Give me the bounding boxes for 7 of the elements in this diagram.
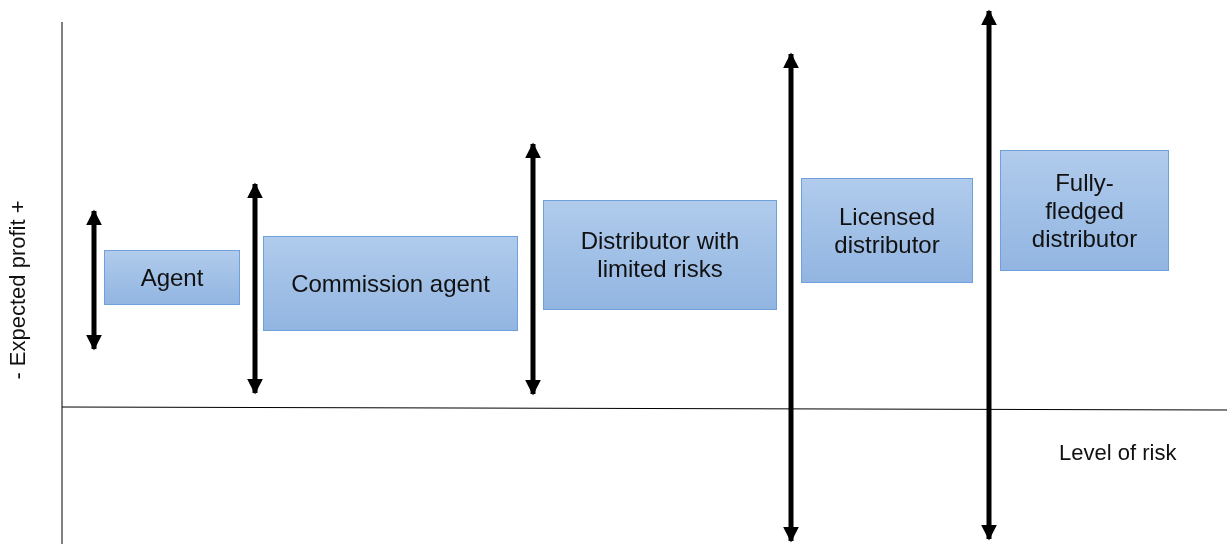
role-box: Agent (104, 250, 240, 305)
axis-label: - Expected profit + (5, 200, 31, 380)
role-box: Fully-fledged distributor (1000, 150, 1169, 271)
role-box: Licensed distributor (801, 178, 973, 283)
axis-label: Level of risk (1059, 440, 1177, 466)
role-box: Distributor with limited risks (543, 200, 777, 310)
role-box: Commission agent (263, 236, 518, 331)
